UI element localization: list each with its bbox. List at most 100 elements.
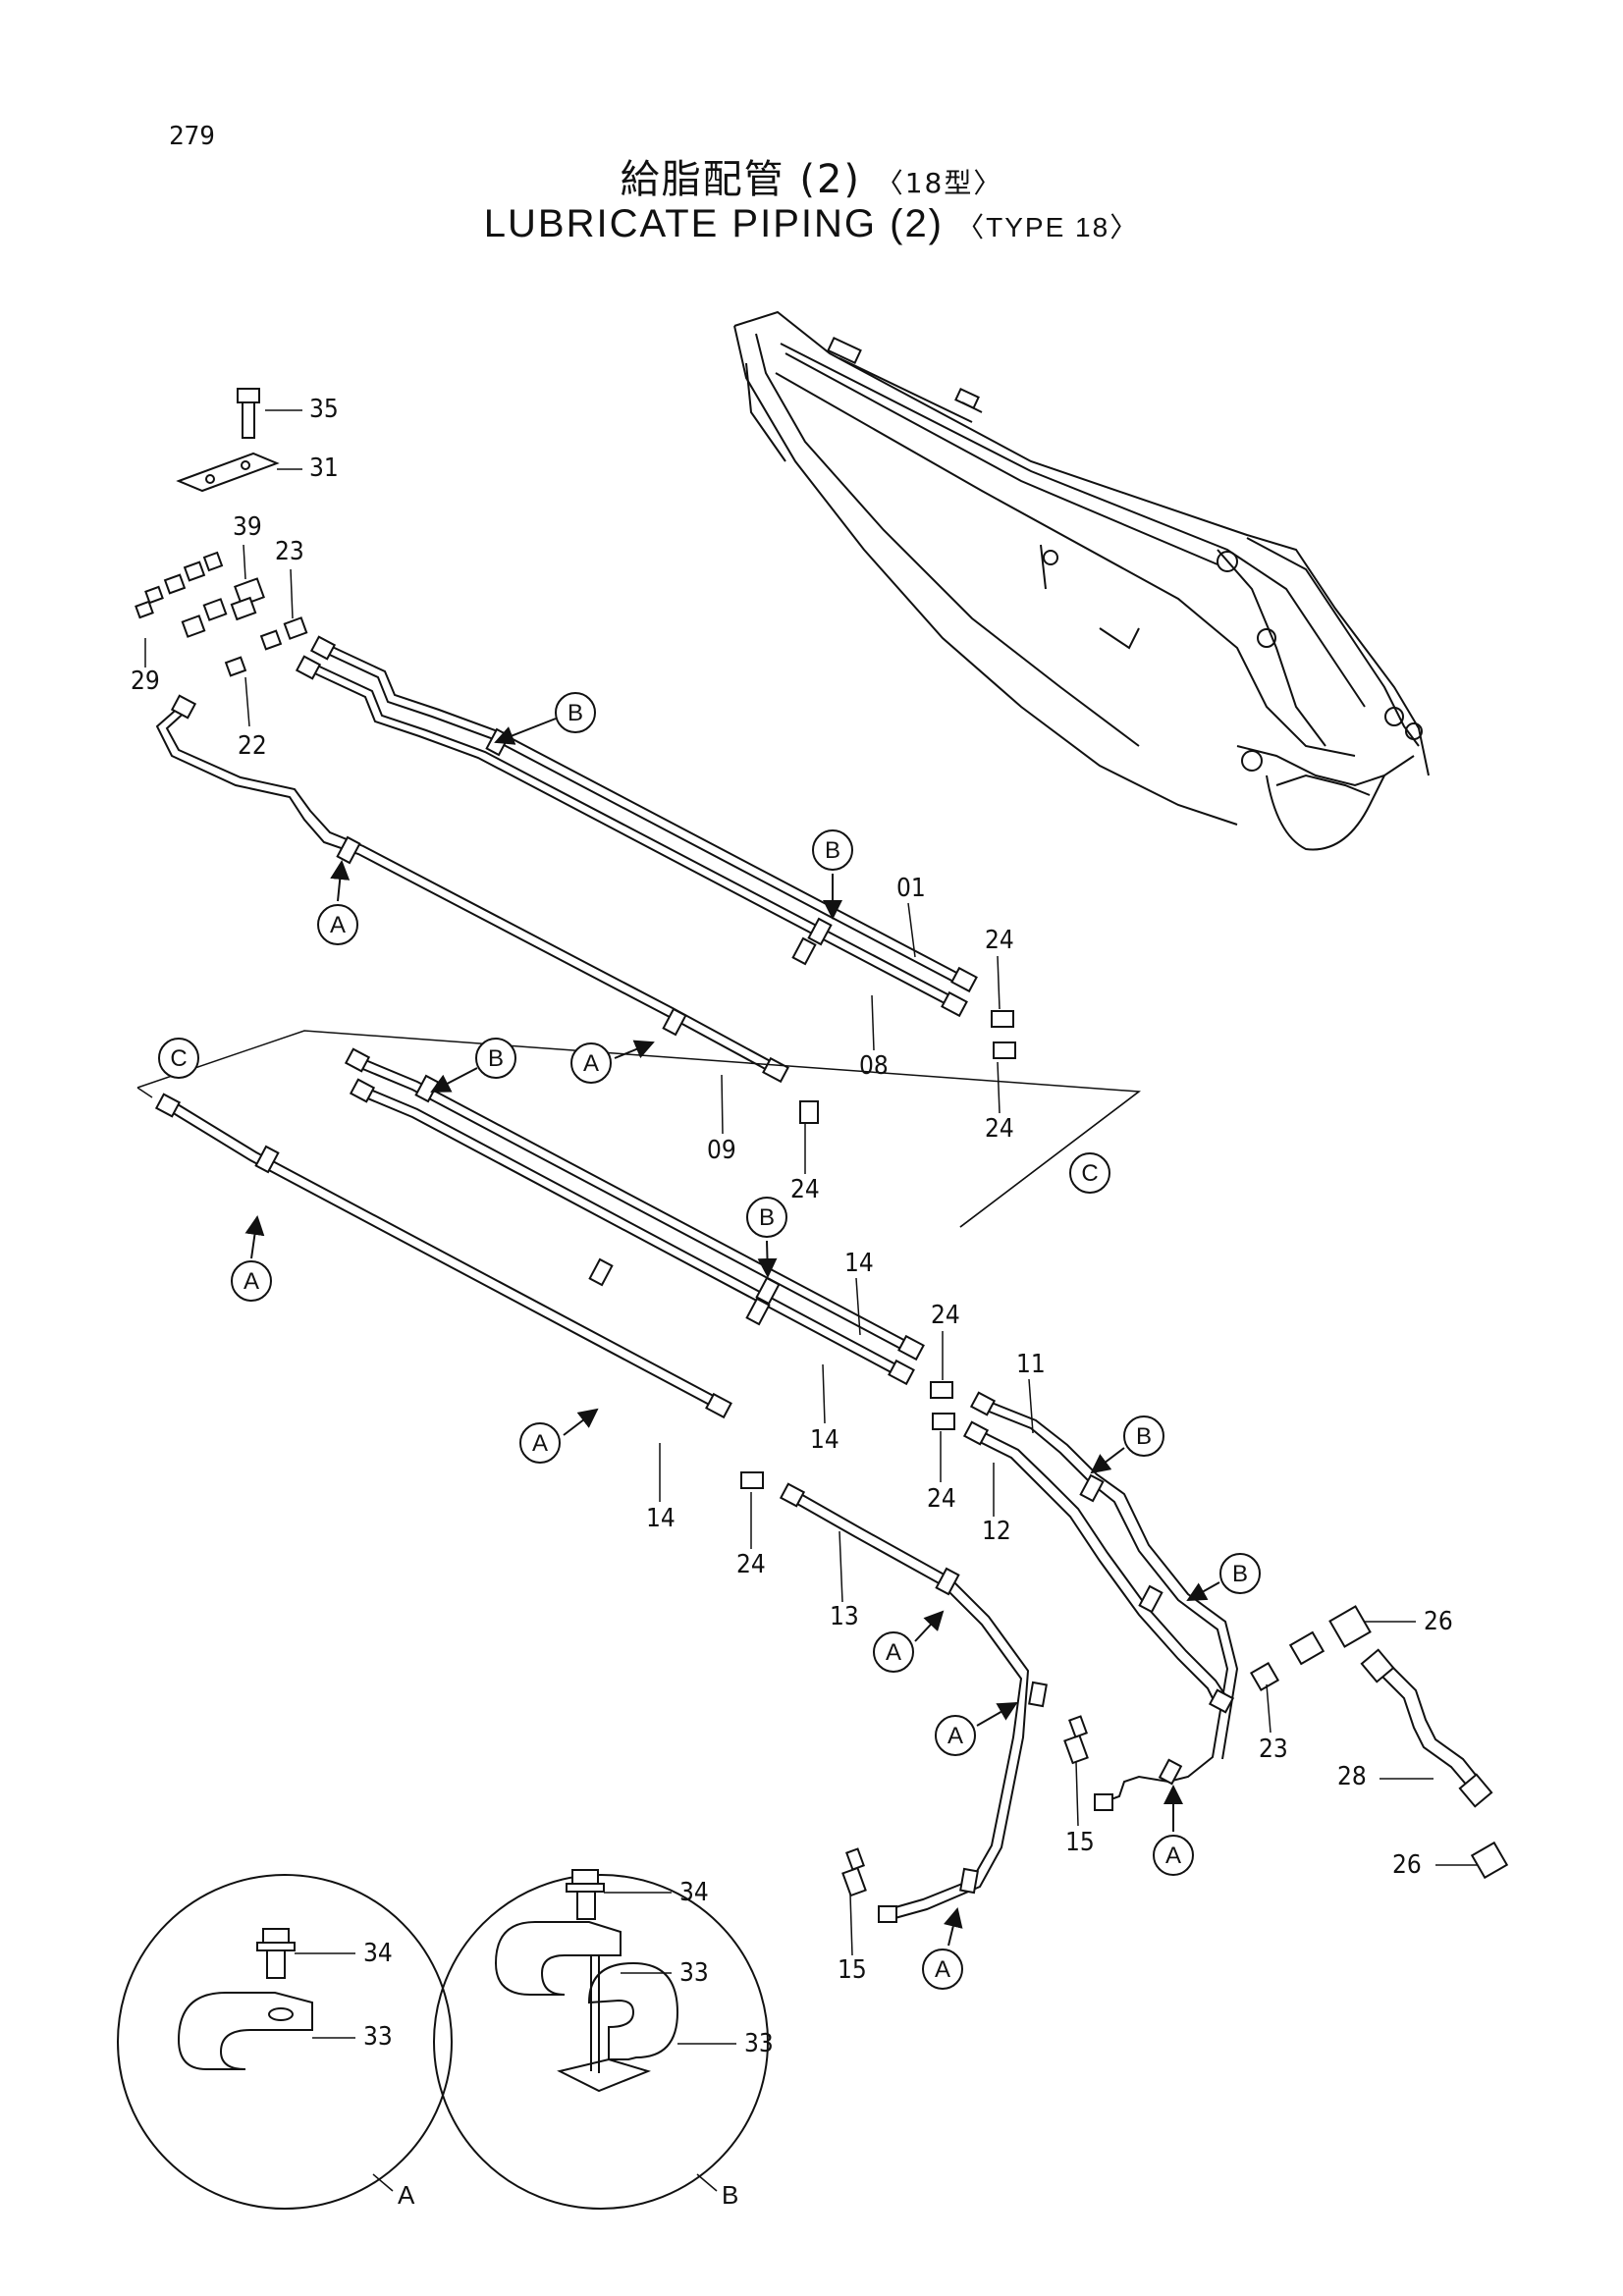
- detail-leader: [696, 2173, 718, 2192]
- reference-circle: [812, 829, 853, 871]
- c-section-outline: [136, 1030, 1142, 1228]
- part-number-39: 39: [233, 512, 262, 542]
- reference-arrow: [244, 1215, 265, 1259]
- leader-p15a: [1075, 1761, 1079, 1827]
- reference-A-callout: A: [317, 860, 358, 945]
- part-number-13: 13: [830, 1602, 859, 1631]
- lower-pipe-group: [154, 1047, 1509, 1923]
- reference-arrow: [944, 1907, 963, 1947]
- part-number-35: 35: [309, 395, 339, 424]
- detail-caption-B: B: [722, 2180, 738, 2210]
- reference-circle: [922, 1949, 963, 1990]
- part-number-15: 15: [838, 1955, 867, 1985]
- leader-p24a: [997, 955, 1001, 1010]
- leader-p24b: [997, 1061, 1001, 1114]
- reference-B-callout: B: [812, 829, 853, 920]
- reference-B-callout: B: [430, 1038, 516, 1093]
- title-jp-main: 給脂配管 (2): [620, 157, 861, 202]
- detail-caption-A: A: [398, 2180, 415, 2210]
- reference-arrow: [614, 1040, 655, 1059]
- part-number-33: 33: [363, 2022, 393, 2052]
- leader-p22: [244, 676, 250, 727]
- reference-B-callout: B: [746, 1197, 787, 1278]
- reference-letter: A: [243, 1268, 259, 1295]
- reference-letter: B: [825, 837, 840, 864]
- part-number-31: 31: [309, 454, 339, 483]
- leader-p14a: [855, 1277, 861, 1336]
- reference-letter: A: [583, 1050, 599, 1077]
- reference-letter: A: [935, 1956, 950, 1983]
- part-number-15: 15: [1065, 1828, 1095, 1857]
- leader-lines: [144, 409, 1478, 2045]
- part-number-08: 08: [859, 1051, 889, 1081]
- part-number-24: 24: [931, 1301, 960, 1330]
- reference-C-callout: C: [1069, 1152, 1110, 1194]
- part-number-34: 34: [363, 1939, 393, 1968]
- reference-A-callout: A: [922, 1907, 963, 1990]
- reference-A-callout: A: [873, 1610, 945, 1673]
- reference-A-callout: A: [1153, 1785, 1194, 1876]
- reference-circle: [317, 904, 358, 945]
- leader-p01: [907, 902, 916, 958]
- leader-p39: [243, 544, 246, 580]
- reference-arrow: [330, 860, 351, 902]
- reference-A-callout: A: [570, 1040, 655, 1084]
- leader-p14b: [822, 1363, 826, 1424]
- reference-C-callout: C: [158, 1038, 199, 1079]
- reference-circle: [1153, 1835, 1194, 1876]
- part-number-14: 14: [646, 1504, 676, 1533]
- part-number-28: 28: [1337, 1762, 1367, 1791]
- title-jp-type: 〈18型〉: [875, 167, 1003, 199]
- reference-circle: [1069, 1152, 1110, 1194]
- reference-letter: B: [1136, 1423, 1152, 1450]
- reference-letter: A: [1165, 1842, 1181, 1869]
- part-number-14: 14: [844, 1249, 874, 1278]
- reference-arrow: [1090, 1447, 1125, 1474]
- reference-circle: [935, 1715, 976, 1756]
- part-number-09: 09: [707, 1136, 736, 1165]
- part-number-29: 29: [131, 667, 160, 696]
- reference-letter: C: [170, 1045, 187, 1072]
- part-number-33: 33: [744, 2029, 774, 2058]
- reference-arrow: [914, 1610, 945, 1642]
- leader-p11: [1028, 1378, 1034, 1434]
- reference-circle: [555, 692, 596, 733]
- part-number-26: 26: [1424, 1607, 1453, 1636]
- boom-arm-illustration: [733, 310, 1430, 851]
- part-number-24: 24: [790, 1175, 820, 1204]
- part-number-23: 23: [1259, 1735, 1288, 1764]
- part-number-24: 24: [736, 1550, 766, 1579]
- reference-arrow: [757, 1240, 778, 1278]
- reference-B-callout: B: [1186, 1553, 1261, 1601]
- title-english: LUBRICATE PIPING (2) 〈TYPE 18〉: [0, 202, 1623, 246]
- reference-circle: [873, 1631, 914, 1673]
- reference-B-callout: B: [1090, 1415, 1164, 1474]
- leader-p08: [871, 994, 875, 1051]
- detail-leader: [372, 2173, 394, 2192]
- part-number-33: 33: [679, 1958, 709, 1988]
- reference-arrow: [976, 1702, 1018, 1727]
- reference-arrow: [1186, 1581, 1220, 1601]
- reference-circle: [746, 1197, 787, 1238]
- reference-arrow: [494, 718, 557, 745]
- part-number-26: 26: [1392, 1850, 1422, 1880]
- reference-arrow: [430, 1067, 478, 1093]
- detail-circles: [117, 1869, 769, 2210]
- part-number-24: 24: [985, 1114, 1014, 1144]
- leader-p23b: [1266, 1683, 1271, 1734]
- reference-letter: A: [330, 912, 346, 938]
- leader-p15b: [849, 1894, 853, 1956]
- reference-arrow: [563, 1408, 599, 1436]
- part-number-11: 11: [1016, 1350, 1046, 1379]
- fittings-cluster: [135, 388, 308, 677]
- reference-circle: [1219, 1553, 1261, 1594]
- reference-letter: B: [759, 1204, 775, 1231]
- title-en-main: LUBRICATE PIPING (2): [483, 202, 945, 245]
- part-number-01: 01: [896, 874, 926, 903]
- reference-A-callout: A: [519, 1408, 599, 1464]
- reference-letter: B: [488, 1045, 504, 1072]
- reference-circle: [158, 1038, 199, 1079]
